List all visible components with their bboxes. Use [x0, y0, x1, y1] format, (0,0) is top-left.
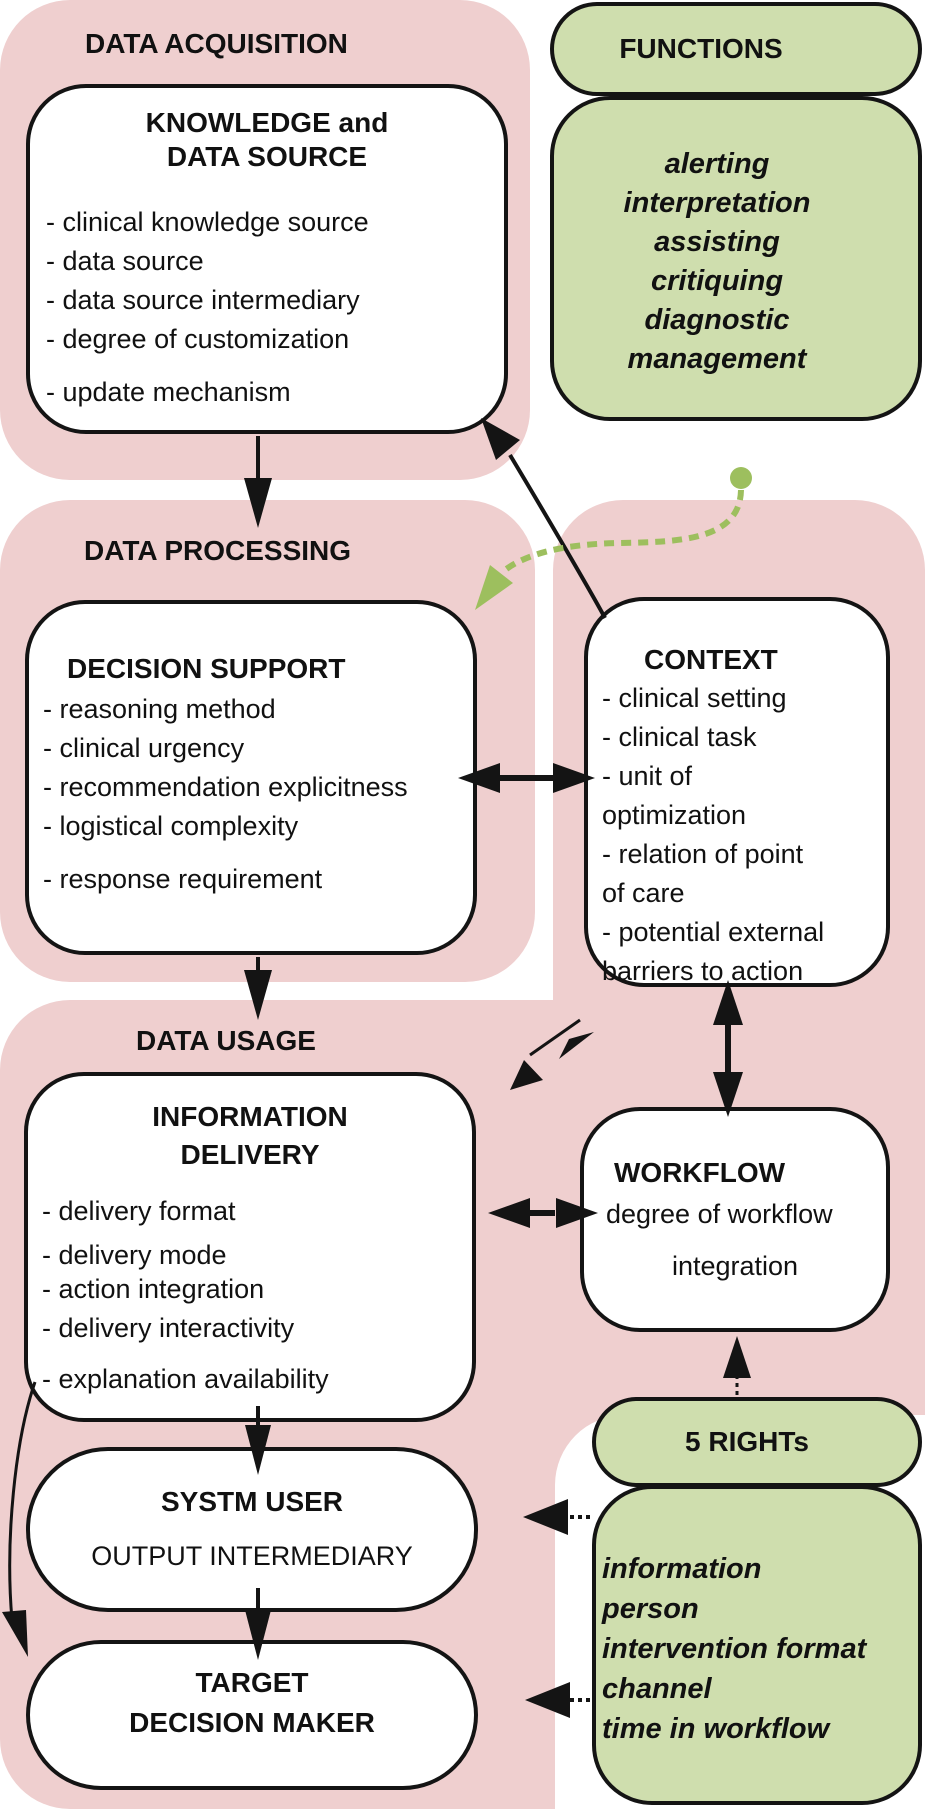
system-user-box[interactable]: SYSTM USER OUTPUT INTERMEDIARY: [26, 1447, 478, 1612]
gap-divider: [535, 482, 553, 1000]
function-item: assisting: [654, 226, 780, 258]
list-item: - clinical task: [602, 722, 757, 752]
five-rights-header-box[interactable]: 5 RIGHTs: [592, 1397, 922, 1487]
workflow-line1: degree of workflow: [606, 1199, 833, 1229]
target-title-line1: TARGET: [195, 1667, 309, 1698]
right-item: time in workflow: [602, 1713, 830, 1745]
knowledge-data-source-box[interactable]: KNOWLEDGE and DATA SOURCE - clinical kno…: [26, 84, 508, 434]
functions-header-box[interactable]: FUNCTIONS: [550, 2, 922, 96]
list-item: of care: [602, 878, 685, 908]
right-item: person: [602, 1593, 699, 1625]
data-usage-label: DATA USAGE: [136, 1025, 316, 1056]
context-title: CONTEXT: [644, 644, 778, 675]
target-title-line2: DECISION MAKER: [129, 1707, 375, 1738]
list-item: - logistical complexity: [43, 811, 299, 841]
list-item: barriers to action: [602, 956, 804, 986]
list-item: - potential external: [602, 917, 825, 947]
workflow-box[interactable]: WORKFLOW degree of workflow integration: [580, 1107, 890, 1332]
list-item: - clinical knowledge source: [46, 207, 369, 237]
list-item: - data source: [46, 246, 204, 276]
right-item: channel: [602, 1673, 712, 1705]
list-item: - data source intermediary: [46, 285, 360, 315]
function-item: alerting: [664, 148, 770, 180]
list-item: - relation of point: [602, 839, 804, 869]
information-delivery-title-line1: INFORMATION: [152, 1101, 348, 1132]
function-item: interpretation: [623, 187, 811, 219]
decision-support-box[interactable]: DECISION SUPPORT - reasoning method - cl…: [25, 600, 477, 955]
knowledge-title-line2: DATA SOURCE: [166, 141, 368, 172]
system-user-subtitle: OUTPUT INTERMEDIARY: [91, 1541, 413, 1571]
target-decision-maker-box[interactable]: TARGET DECISION MAKER: [26, 1640, 478, 1790]
functions-header: FUNCTIONS: [619, 33, 783, 64]
list-item: - action integration: [42, 1274, 265, 1304]
list-item: - explanation availability: [42, 1364, 329, 1394]
function-item: critiquing: [650, 265, 784, 297]
information-delivery-box[interactable]: INFORMATION DELIVERY - delivery format -…: [24, 1072, 476, 1422]
data-processing-label: DATA PROCESSING: [84, 535, 352, 566]
list-item: optimization: [602, 800, 747, 830]
functions-box[interactable]: alerting interpretation assisting critiq…: [550, 96, 922, 421]
workflow-line2: integration: [671, 1251, 799, 1281]
list-item: - recommendation explicitness: [43, 772, 408, 802]
list-item: - delivery format: [42, 1196, 236, 1226]
data-acquisition-label: DATA ACQUISITION: [85, 28, 348, 59]
right-item: information: [602, 1553, 762, 1585]
list-item: - clinical urgency: [43, 733, 245, 763]
list-item: - unit of: [602, 761, 693, 791]
knowledge-title-line1: KNOWLEDGE and: [145, 107, 389, 138]
information-delivery-title-line2: DELIVERY: [180, 1139, 320, 1170]
function-item: diagnostic: [644, 304, 790, 336]
decision-support-title: DECISION SUPPORT: [67, 653, 346, 684]
system-user-title: SYSTM USER: [160, 1486, 344, 1517]
list-item: - delivery mode: [42, 1240, 227, 1270]
five-rights-box[interactable]: information person intervention format c…: [592, 1485, 922, 1805]
workflow-title: WORKFLOW: [614, 1157, 786, 1188]
list-item: - delivery interactivity: [42, 1313, 295, 1343]
list-item: - reasoning method: [43, 694, 276, 724]
right-item: intervention format: [602, 1633, 867, 1665]
list-item: - response requirement: [43, 864, 323, 894]
list-item: - degree of customization: [46, 324, 350, 354]
function-item: management: [627, 343, 807, 375]
five-rights-header: 5 RIGHTs: [685, 1426, 809, 1457]
context-box[interactable]: CONTEXT - clinical setting - clinical ta…: [584, 597, 890, 987]
list-item: - clinical setting: [602, 683, 787, 713]
list-item: - update mechanism: [46, 377, 291, 407]
